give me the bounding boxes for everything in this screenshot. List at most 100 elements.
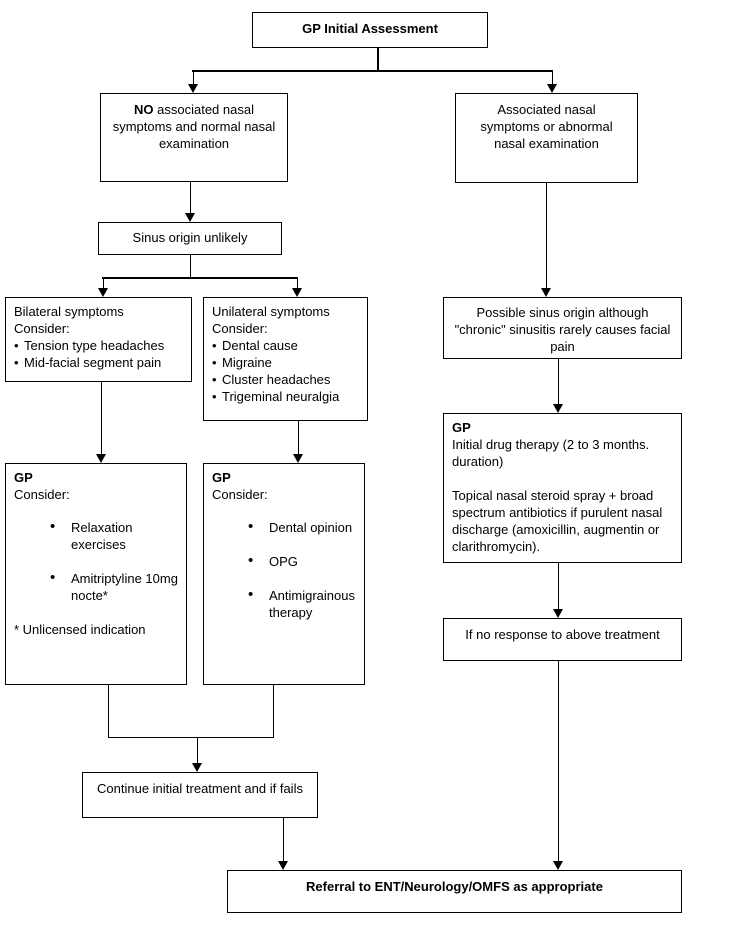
connector-line: [192, 70, 194, 85]
connector-line: [272, 685, 274, 738]
node-no-nasal-symptoms: NO associated nasal symptoms and normal …: [100, 93, 288, 182]
arrow-down-icon: [192, 763, 202, 772]
node-title: Bilateral symptoms: [14, 304, 124, 319]
connector-line: [557, 661, 559, 862]
node-referral: Referral to ENT/Neurology/OMFS as approp…: [227, 870, 682, 913]
node-unilateral-symptoms: Unilateral symptoms Consider: • Dental ca…: [203, 297, 368, 421]
bullet-icon: •: [50, 518, 56, 535]
node-title: Unilateral symptoms: [212, 304, 330, 319]
connector-line: [551, 70, 553, 85]
bullet-icon: •: [248, 518, 254, 535]
bullet-icon: •: [248, 586, 254, 603]
node-label: Sinus origin unlikely: [132, 230, 248, 245]
list-item: • Migraine: [212, 354, 359, 371]
node-gp-consider-middle: GP Consider: •Dental opinion • OPG • Antim…: [203, 463, 365, 685]
bullet-icon: •: [50, 569, 56, 586]
node-label: Possible sinus origin although "chronic"…: [454, 305, 671, 354]
gp-middle-consider-list: •Dental opinion • OPG • Antimigrainous the…: [212, 518, 356, 621]
arrow-down-icon: [188, 84, 198, 93]
node-if-no-response: If no response to above treatment: [443, 618, 682, 661]
node-subtitle: Consider:: [212, 487, 268, 502]
list-item: •Cluster headaches: [212, 371, 359, 388]
arrow-down-icon: [278, 861, 288, 870]
node-title: GP: [14, 470, 33, 485]
arrow-down-icon: [553, 609, 563, 618]
node-subtitle: Consider:: [212, 321, 268, 336]
arrow-down-icon: [96, 454, 106, 463]
list-item-label: Tension type headaches: [24, 338, 165, 353]
connector-line: [102, 277, 298, 279]
node-label: associated nasal symptoms and normal nas…: [112, 102, 276, 151]
bullet-icon: •: [212, 338, 217, 353]
arrow-down-icon: [553, 861, 563, 870]
node-subtitle: Consider:: [14, 321, 70, 336]
unilateral-consider-list: •Dental cause •Migraine •Cluster headach…: [212, 337, 359, 405]
drug-therapy-duration: Initial drug therapy (2 to 3 months. dur…: [452, 437, 650, 469]
bullet-icon: •: [248, 552, 254, 569]
arrow-down-icon: [185, 213, 195, 222]
list-item: • Trigeminal neuralgia: [212, 388, 359, 405]
connector-line: [107, 736, 274, 738]
arrow-down-icon: [541, 288, 551, 297]
connector-line: [282, 818, 284, 862]
unlicensed-footnote: * Unlicensed indication: [14, 622, 146, 637]
connector-line: [296, 277, 298, 289]
node-title: GP: [452, 420, 471, 435]
arrow-down-icon: [292, 288, 302, 297]
node-label: If no response to above treatment: [465, 627, 660, 642]
list-item: • Antimigrainous therapy: [212, 586, 356, 621]
bullet-icon: •: [212, 355, 217, 370]
list-item-label: OPG: [269, 554, 298, 569]
connector-line: [189, 182, 191, 214]
node-label: GP Initial Assessment: [302, 21, 438, 36]
gp-left-consider-list: • Relaxation exercises • Amitriptyline 10m…: [14, 518, 178, 604]
node-label: Associated nasal symptoms or abnormal na…: [480, 102, 613, 151]
connector-line: [297, 421, 299, 455]
list-item-label: Antimigrainous therapy: [269, 588, 355, 620]
node-gp-initial-drug-therapy: GP Initial drug therapy (2 to 3 months. …: [443, 413, 682, 563]
node-bilateral-symptoms: Bilateral symptoms Consider: • Tension ty…: [5, 297, 192, 382]
connector-line: [192, 70, 553, 72]
list-item: • Relaxation exercises: [14, 518, 178, 553]
bilateral-consider-list: • Tension type headaches • Mid-facial segm…: [14, 337, 183, 371]
connector-line: [557, 563, 559, 610]
list-item: • Tension type headaches: [14, 337, 183, 354]
list-item-label: Relaxation exercises: [71, 520, 133, 552]
arrow-down-icon: [553, 404, 563, 413]
list-item: • Amitriptyline 10mg nocte*: [14, 569, 178, 604]
list-item-label: Trigeminal neuralgia: [222, 389, 340, 404]
list-item-label: Cluster headaches: [222, 372, 331, 387]
list-item-label: Amitriptyline 10mg nocte*: [71, 571, 178, 603]
list-item-label: Dental cause: [222, 338, 298, 353]
connector-line: [100, 382, 102, 455]
list-item: • OPG: [212, 552, 356, 570]
node-label: Continue initial treatment and if fails: [97, 781, 303, 796]
connector-line: [196, 737, 198, 764]
list-item-label: Mid-facial segment pain: [24, 355, 162, 370]
connector-line: [102, 277, 104, 289]
node-gp-consider-left: GP Consider: • Relaxation exercises • Amit…: [5, 463, 187, 685]
node-title: GP: [212, 470, 231, 485]
connector-line: [377, 48, 379, 71]
arrow-down-icon: [98, 288, 108, 297]
bullet-icon: •: [212, 389, 217, 404]
list-item-label: Migraine: [222, 355, 272, 370]
bullet-icon: •: [14, 338, 19, 353]
node-sinus-origin-unlikely: Sinus origin unlikely: [98, 222, 282, 255]
list-item: •Dental opinion: [212, 518, 356, 536]
connector-line: [189, 255, 191, 278]
node-associated-nasal-symptoms: Associated nasal symptoms or abnormal na…: [455, 93, 638, 183]
connector-line: [107, 685, 109, 738]
connector-line: [557, 359, 559, 405]
connector-line: [545, 183, 547, 289]
node-subtitle: Consider:: [14, 487, 70, 502]
node-label: Referral to ENT/Neurology/OMFS as approp…: [306, 879, 603, 894]
arrow-down-icon: [293, 454, 303, 463]
node-gp-initial-assessment: GP Initial Assessment: [252, 12, 488, 48]
list-item: • Mid-facial segment pain: [14, 354, 183, 371]
list-item: • Dental cause: [212, 337, 359, 354]
node-label-emphasis: NO: [134, 102, 154, 117]
bullet-icon: •: [14, 355, 19, 370]
node-possible-sinus-origin: Possible sinus origin although "chronic"…: [443, 297, 682, 359]
